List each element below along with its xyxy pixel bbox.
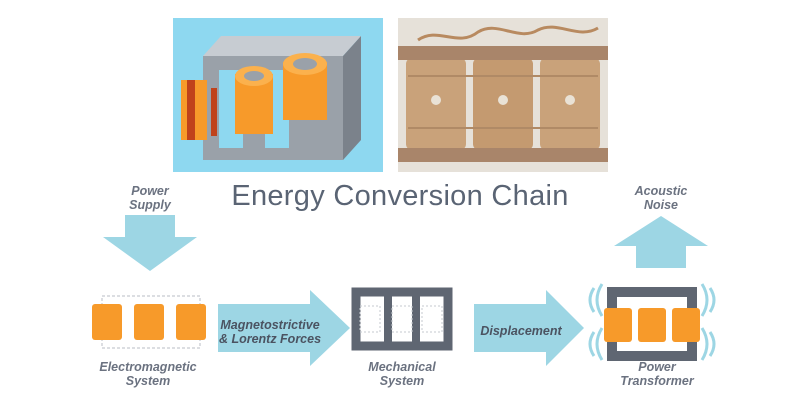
acoustic-line1: Acoustic [634, 184, 688, 198]
electromagnetic-label: Electromagnetic System [78, 360, 218, 388]
mechanical-system-icon [351, 287, 453, 351]
electromagnetic-system-icon [92, 295, 206, 349]
forces-arrow [218, 290, 350, 366]
acoustic-line2: Noise [643, 198, 679, 212]
electromagnetic-line2: System [125, 374, 171, 388]
displacement-label: Displacement [480, 324, 562, 338]
transformer-label: Power Transformer [602, 360, 712, 388]
power-supply-line1: Power [131, 184, 169, 198]
diagram-title: Energy Conversion Chain [231, 180, 569, 212]
mechanical-line2: System [379, 374, 425, 388]
transformer-line1: Power [638, 360, 676, 374]
forces-line2: & Lorentz Forces [218, 332, 322, 346]
power-supply-label: Power Supply [100, 184, 200, 212]
forces-line1: Magnetostrictive [220, 318, 320, 332]
displacement-arrow [474, 290, 584, 366]
power-transformer-icon [588, 283, 716, 361]
mechanical-label: Mechanical System [342, 360, 462, 388]
transformer-photo [398, 18, 608, 172]
down-arrow [103, 215, 197, 271]
power-supply-line2: Supply [129, 198, 171, 212]
electromagnetic-line1: Electromagnetic [99, 360, 197, 374]
mechanical-line1: Mechanical [368, 360, 436, 374]
forces-label: Magnetostrictive & Lorentz Forces [218, 318, 322, 346]
transformer-line2: Transformer [620, 374, 694, 388]
acoustic-label: Acoustic Noise [606, 184, 716, 212]
transformer-illustration [173, 18, 383, 172]
up-arrow [614, 216, 708, 268]
